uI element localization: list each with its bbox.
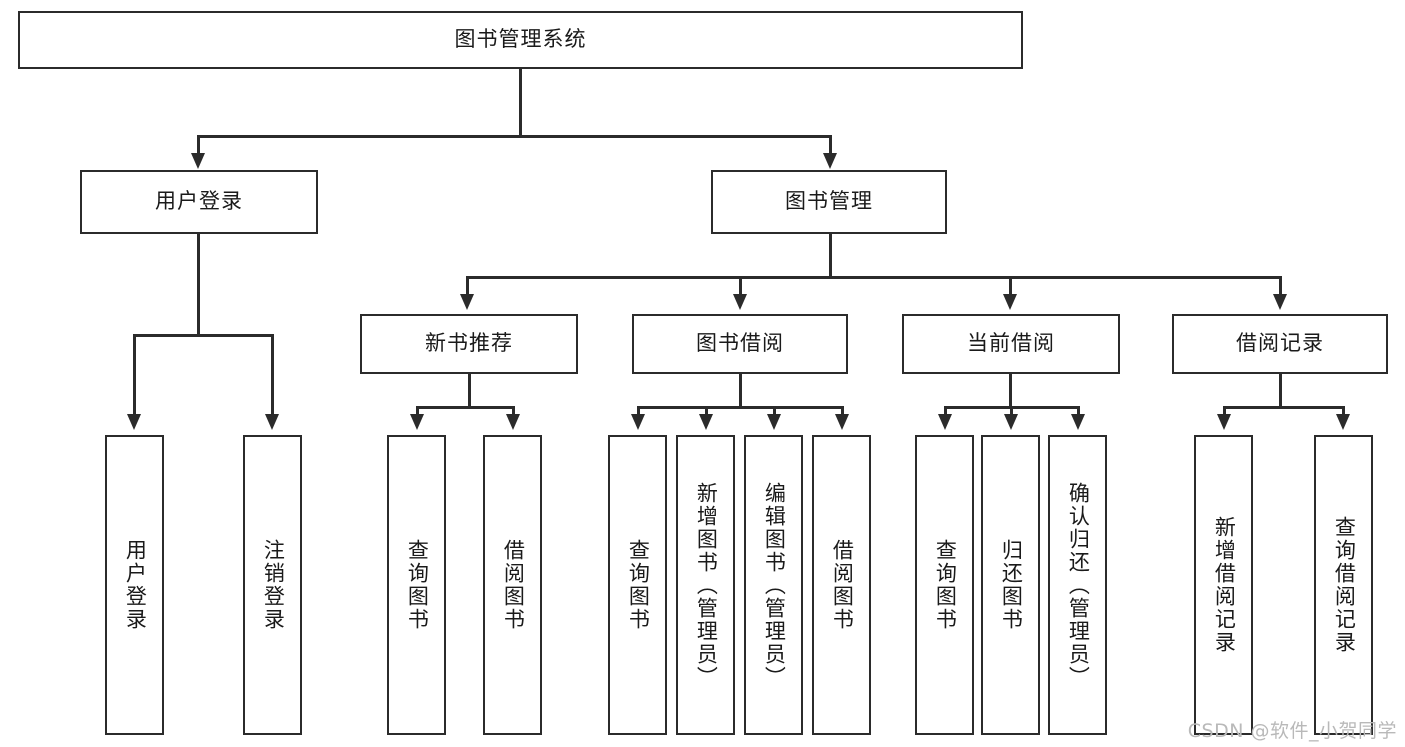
leaf-br-query-record[interactable]: 查询借阅记录 [1314,435,1373,735]
connector-to-borrow-record [1279,276,1282,298]
arrowhead-br-leaf-1 [1217,414,1231,430]
connector-root-stem [519,69,522,136]
arrowhead-cb-leaf-3 [1071,414,1085,430]
node-current-borrow[interactable]: 当前借阅 [902,314,1120,374]
node-book-borrow[interactable]: 图书借阅 [632,314,848,374]
leaf-bb-query-book[interactable]: 查询图书 [608,435,667,735]
node-label: 借阅图书 [501,539,526,631]
leaf-logout[interactable]: 注销登录 [243,435,302,735]
node-label: 新增图书（管理员） [694,481,719,689]
node-label: 新增借阅记录 [1212,516,1237,654]
node-label: 图书管理系统 [454,27,587,52]
node-label: 图书借阅 [696,331,784,356]
connector-br-leaf-1 [1223,406,1226,418]
connector-book-mgmt-stem [829,234,832,278]
node-label: 确认归还（管理员） [1066,481,1091,689]
leaf-bb-borrow-book[interactable]: 借阅图书 [812,435,871,735]
connector-borrow-record-bus [1223,406,1344,409]
arrowhead-bb-leaf-3 [767,414,781,430]
connector-br-leaf-2 [1342,406,1345,418]
connector-cb-leaf-3 [1077,406,1080,418]
node-label: 借阅记录 [1236,331,1324,356]
arrowhead-borrow-record [1273,294,1287,310]
leaf-cb-query-book[interactable]: 查询图书 [915,435,974,735]
watermark-text: CSDN @软件_小贺同学 [1187,720,1397,742]
node-label: 用户登录 [155,189,243,214]
connector-current-borrow-stem [1009,374,1012,408]
arrowhead-nb-leaf-2 [506,414,520,430]
node-label: 借阅图书 [830,539,855,631]
arrowhead-leaf-user-login [127,414,141,430]
node-label: 查询图书 [405,539,430,631]
connector-new-book-leaf-2 [512,406,515,418]
connector-user-login-stem [197,234,200,336]
node-label: 编辑图书（管理员） [762,481,787,689]
node-label: 当前借阅 [967,331,1055,356]
connector-bb-leaf-3 [773,406,776,418]
arrowhead-current-borrow [1003,294,1017,310]
node-label: 注销登录 [261,539,286,631]
arrowhead-leaf-logout [265,414,279,430]
arrowhead-bb-leaf-2 [699,414,713,430]
connector-user-login-bus [133,334,274,337]
arrowhead-bb-leaf-4 [835,414,849,430]
node-label: 图书管理 [785,189,873,214]
arrowhead-book-borrow [733,294,747,310]
connector-bb-leaf-2 [705,406,708,418]
connector-new-book-stem [468,374,471,408]
leaf-user-login[interactable]: 用户登录 [105,435,164,735]
connector-to-book-borrow [739,276,742,298]
connector-user-login-leaf-1 [133,334,136,418]
arrowhead-book-mgmt [823,153,837,169]
arrowhead-user-login [191,153,205,169]
node-new-book-recommend[interactable]: 新书推荐 [360,314,578,374]
leaf-cb-confirm-return-admin[interactable]: 确认归还（管理员） [1048,435,1107,735]
arrowhead-nb-leaf-1 [410,414,424,430]
connector-book-borrow-bus [637,406,843,409]
leaf-bb-add-book-admin[interactable]: 新增图书（管理员） [676,435,735,735]
arrowhead-bb-leaf-1 [631,414,645,430]
arrowhead-cb-leaf-2 [1004,414,1018,430]
connector-book-borrow-stem [739,374,742,408]
connector-user-login-leaf-2 [271,334,274,418]
connector-root-bus [197,135,831,138]
node-borrow-record[interactable]: 借阅记录 [1172,314,1388,374]
leaf-br-add-record[interactable]: 新增借阅记录 [1194,435,1253,735]
connector-new-book-leaf-1 [416,406,419,418]
node-book-management[interactable]: 图书管理 [711,170,947,234]
arrowhead-cb-leaf-1 [938,414,952,430]
node-label: 用户登录 [123,539,148,631]
connector-cb-leaf-1 [944,406,947,418]
connector-new-book-bus [416,406,515,409]
leaf-cb-return-book[interactable]: 归还图书 [981,435,1040,735]
node-label: 归还图书 [999,539,1024,631]
leaf-bb-edit-book-admin[interactable]: 编辑图书（管理员） [744,435,803,735]
connector-bb-leaf-4 [841,406,844,418]
connector-bb-leaf-1 [637,406,640,418]
connector-to-user-login [197,135,200,159]
connector-cb-leaf-2 [1010,406,1013,418]
connector-borrow-record-stem [1279,374,1282,408]
arrowhead-new-book [460,294,474,310]
node-label: 新书推荐 [425,331,513,356]
leaf-nb-borrow-book[interactable]: 借阅图书 [483,435,542,735]
connector-to-new-book [466,276,469,298]
connector-to-current-borrow [1009,276,1012,298]
leaf-nb-query-book[interactable]: 查询图书 [387,435,446,735]
node-label: 查询图书 [626,539,651,631]
connector-book-mgmt-bus [466,276,1279,279]
connector-to-book-mgmt [829,135,832,159]
arrowhead-br-leaf-2 [1336,414,1350,430]
node-label: 查询图书 [933,539,958,631]
node-user-login[interactable]: 用户登录 [80,170,318,234]
node-root-system[interactable]: 图书管理系统 [18,11,1023,69]
node-label: 查询借阅记录 [1332,516,1357,654]
